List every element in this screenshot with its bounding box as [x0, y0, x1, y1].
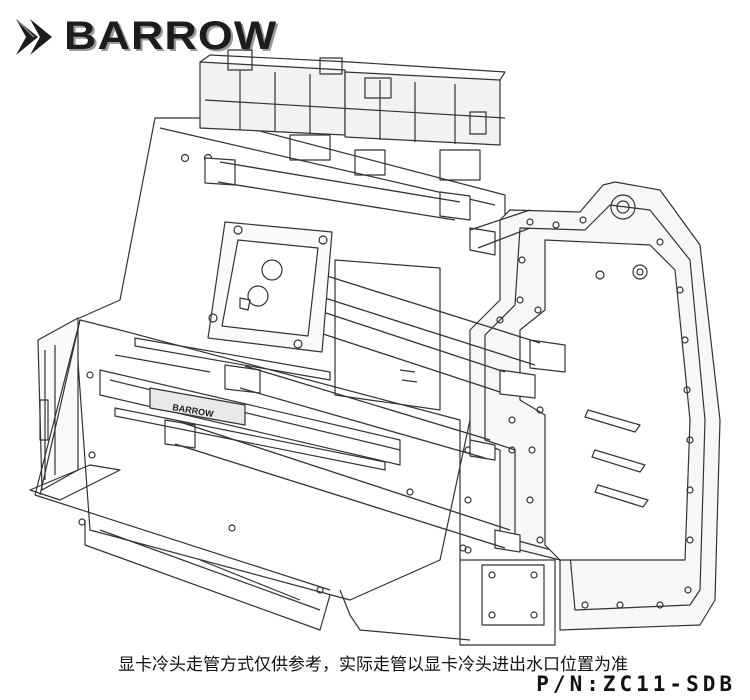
port-plate: [481, 564, 545, 626]
gpu-die-frame: [207, 221, 333, 353]
main-block: [34, 319, 556, 646]
panel-screws: [464, 216, 694, 609]
brand-header: BARROW: [12, 14, 276, 59]
nameplate: [149, 387, 246, 426]
routing-disclaimer: 显卡冷头走管方式仅供参考，实际走管以显卡冷头进出水口位置为准: [118, 655, 628, 675]
brand-logo-text: BARROW: [64, 14, 278, 58]
lower-bracket: [84, 520, 331, 631]
top-fittings: [199, 49, 506, 181]
back-plate: [74, 117, 506, 601]
chevron-logo-icon: [16, 18, 52, 55]
part-number: P/N:ZC11-SDB: [536, 672, 736, 696]
gpu-loop-drawing: BARROW: [29, 49, 721, 646]
